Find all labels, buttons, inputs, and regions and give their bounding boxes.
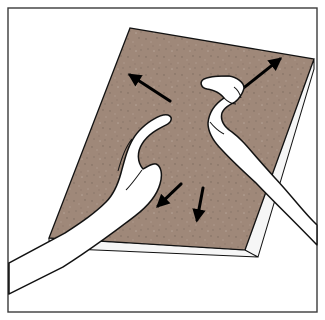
illustration-stage <box>0 0 325 320</box>
smoothing-panel-illustration <box>0 0 325 320</box>
